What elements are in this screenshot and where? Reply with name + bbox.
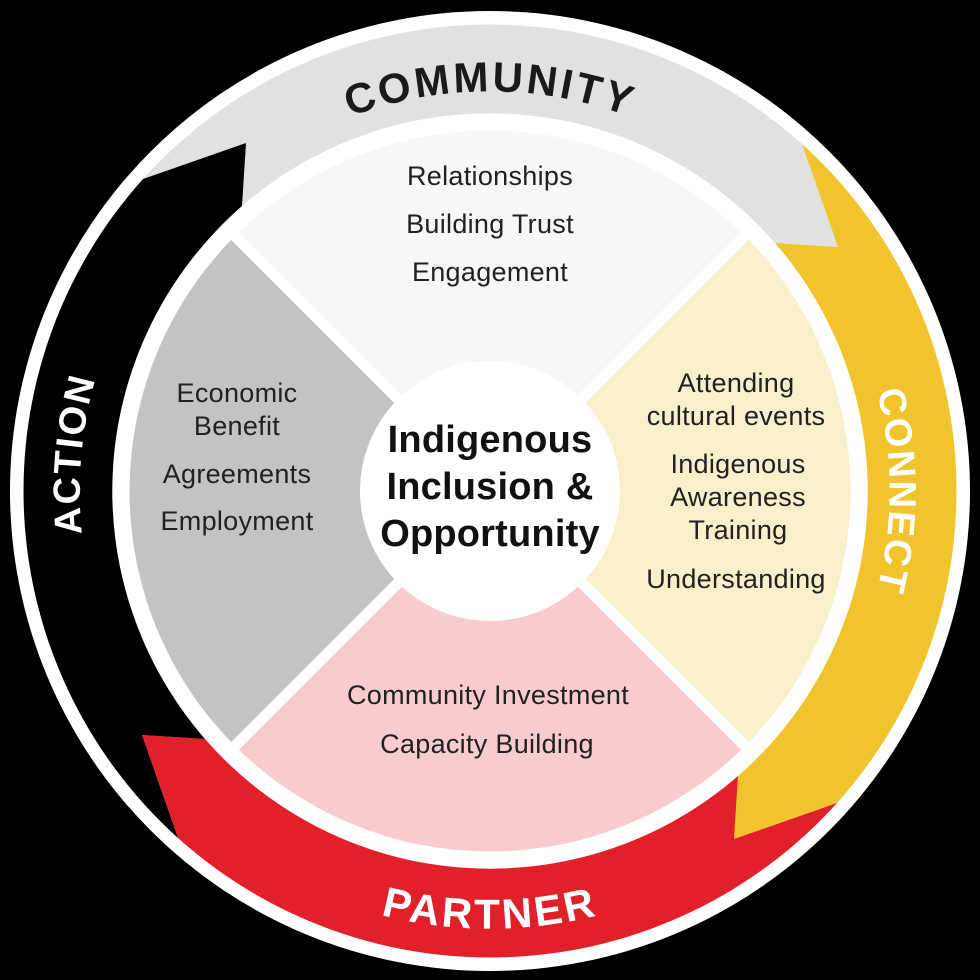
quadrant-right-line-1: cultural events: [647, 401, 826, 431]
quadrant-left-line-2: Agreements: [163, 459, 312, 489]
quadrant-bottom: [235, 491, 745, 852]
quadrant-top-line-1: Building Trust: [406, 209, 574, 239]
center-title-line-2: Inclusion &: [387, 466, 594, 508]
quadrant-right: [490, 236, 851, 746]
quadrant-right-line-5: Understanding: [646, 564, 826, 594]
quadrant-top-line-2: Engagement: [412, 257, 568, 287]
quadrant-right-line-2: Indigenous: [670, 449, 805, 479]
quadrant-top: [235, 130, 745, 492]
quadrant-left-line-0: Economic: [177, 378, 298, 408]
quadrant-right-line-3: Awareness: [670, 482, 806, 512]
quadrant-top-line-0: Relationships: [407, 161, 573, 191]
quadrant-left-line-3: Employment: [160, 506, 313, 536]
action-arc-segment: [23, 143, 246, 838]
center-title-line-3: Opportunity: [380, 513, 600, 555]
center-circle: [360, 361, 620, 621]
community-arc-segment: [143, 24, 838, 248]
quadrant-right-line-0: Attending: [678, 368, 795, 398]
connect-arc-segment: [734, 144, 957, 839]
quadrant-right-line-4: Training: [689, 515, 788, 545]
quadrant-bottom-line-0: Community Investment: [347, 680, 629, 710]
quadrant-left-line-1: Benefit: [194, 411, 280, 441]
center-title-line-1: Indigenous: [388, 419, 593, 461]
quadrant-bottom-line-1: Capacity Building: [380, 729, 594, 759]
partner-arc-segment: [142, 735, 837, 958]
quadrant-left: [129, 236, 491, 746]
